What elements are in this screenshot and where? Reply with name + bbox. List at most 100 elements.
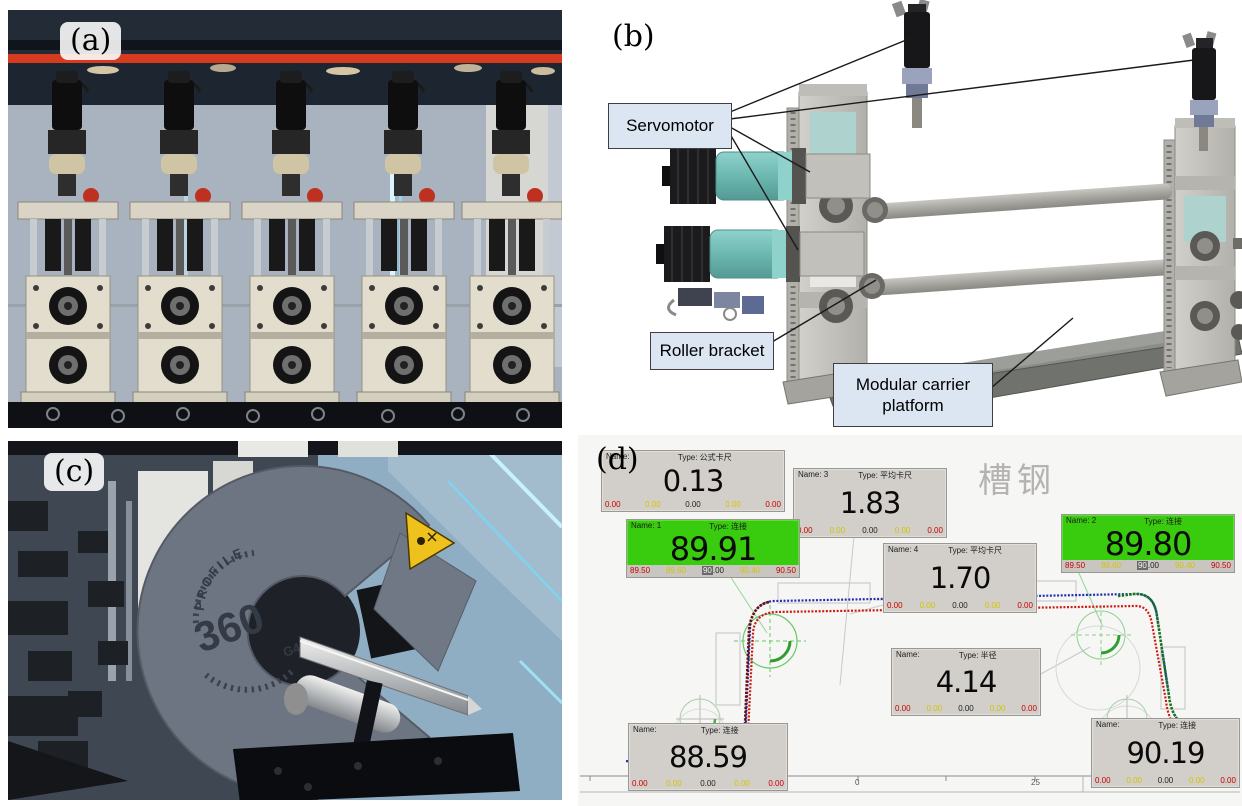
tolerance-value: 0.00 (768, 779, 784, 788)
green-leader-lines (729, 570, 1104, 634)
measurement-value: 88.59 (668, 739, 748, 774)
panel-c-label: (c) (44, 453, 105, 491)
annotation-modular-platform-label: Modular carrier platform (855, 374, 971, 415)
tolerance-nominal-rest: .00 (1147, 561, 1159, 570)
panel-b-label: (b) (612, 19, 655, 54)
tolerance-value: 0.00 (1126, 776, 1142, 785)
scan-trace-dark-red (733, 600, 771, 768)
measurement-box-header: Name: 4 Type: 平均卡尺 (884, 544, 1036, 556)
tolerance-value: 0.00 (797, 526, 813, 535)
tolerance-value: 90.40 (739, 566, 760, 575)
tolerance-value: 0.00 (984, 601, 1001, 610)
measurement-name-label: Name: (896, 650, 920, 659)
measurement-value: 89.91 (669, 529, 758, 568)
black-base (233, 733, 520, 803)
measurement-value: 90.19 (1126, 735, 1205, 770)
tolerance-nominal-rest: .00 (712, 566, 724, 575)
profile-type-title: 槽钢 (978, 461, 1056, 501)
horizontal-servomotor-lower (656, 226, 865, 282)
tolerance-value: 89.60 (1100, 561, 1122, 570)
measurement-box-header: Name: Type: 公式卡尺 (602, 451, 784, 463)
panel-a: (a) (8, 10, 586, 428)
panel-b: Servomotor Roller bracket Modular carrie… (578, 0, 1242, 432)
measurement-box-header: Name:Type: 连接 (1092, 719, 1239, 731)
tolerance-value: 0.00 (700, 779, 716, 788)
cad-diagram (578, 0, 1242, 432)
eye-bolts (46, 407, 530, 423)
leader-lines (729, 35, 1195, 389)
measurement-type-label: Type: 公式卡尺 (677, 453, 732, 462)
roller-bracket-part (667, 288, 764, 321)
tolerance-value: 0.00 (919, 601, 936, 610)
tolerance-row: 0.00 0.00 0.00 0.00 0.00 (794, 525, 946, 537)
device-small-text: G4 (281, 640, 303, 660)
tolerance-value: 0.00 (952, 601, 968, 610)
tolerance-value: 0.00 (829, 526, 846, 535)
measurement-name-label: Name: 4 (888, 545, 919, 554)
vertical-servomotor-right (1182, 31, 1218, 151)
tolerance-value: 0.00 (862, 526, 878, 535)
tolerance-value: 0.00 (1189, 776, 1205, 785)
measurement-value: 89.80 (1104, 524, 1193, 563)
tolerance-nominal-highlight: 90 (701, 566, 713, 575)
tolerance-value: 0.00 (734, 779, 750, 788)
measurement-name-label: Name: (1096, 720, 1120, 729)
tolerance-value: 0.00 (989, 704, 1006, 713)
measurement-type-label: Type: 平均卡尺 (948, 546, 1003, 555)
tolerance-value: 0.00 (895, 704, 911, 713)
panel-d-label: (d) (596, 442, 639, 477)
tolerance-value: 0.00 (1021, 704, 1037, 713)
annotation-servomotor: Servomotor (608, 103, 732, 149)
tolerance-value: 90.40 (1174, 561, 1195, 570)
tolerance-value: 0.00 (605, 500, 621, 509)
tolerance-value: 89.50 (1065, 561, 1086, 570)
measurement-value: 1.70 (929, 560, 992, 595)
measurement-name-label: Name: 1 (631, 521, 662, 530)
tolerance-value: 0.00 (894, 526, 911, 535)
measurement-type-label: Type: 平均卡尺 (858, 471, 913, 480)
red-pipe (8, 54, 562, 63)
measurement-box-header: Name: Type: 连接 (629, 724, 787, 736)
measurement-name-label: Name: (633, 725, 657, 734)
tolerance-value: 0.00 (1017, 601, 1033, 610)
annotation-roller-bracket: Roller bracket (650, 332, 774, 370)
tolerance-value: 0.00 (645, 500, 661, 509)
measurement-box-header: Name: 3 Type: 平均卡尺 (794, 469, 946, 481)
measurement-type-label: Type: 连接 (1144, 517, 1183, 526)
tolerance-value: 0.00 (958, 704, 974, 713)
measurement-type-label: Type: 连接 (700, 726, 739, 735)
shaft-lower (869, 259, 1172, 296)
scan-trace-blue (625, 592, 1240, 769)
measurement-name-label: Name: 2 (1066, 516, 1097, 525)
tolerance-value: 90.00 (1136, 561, 1159, 570)
tolerance-value: 0.00 (1157, 776, 1174, 785)
annotation-modular-platform: Modular carrier platform (833, 363, 993, 427)
measurement-name-label: Name: (606, 452, 630, 461)
tolerance-value: 90.50 (775, 566, 796, 575)
roll-forming-line-photo (8, 10, 586, 428)
measurement-value: 1.83 (839, 485, 902, 520)
tolerance-value: 89.60 (665, 566, 687, 575)
measurement-value: 4.14 (935, 664, 998, 699)
panel-c: PROFILE 360 G4 (8, 439, 564, 803)
tolerance-value: 0.00 (1220, 776, 1236, 785)
tolerance-value: 0.00 (927, 526, 943, 535)
measurement-name-label: Name: 3 (798, 470, 829, 479)
horizontal-servomotor-upper (662, 148, 871, 204)
axis-tick-label: 0 (855, 778, 860, 787)
